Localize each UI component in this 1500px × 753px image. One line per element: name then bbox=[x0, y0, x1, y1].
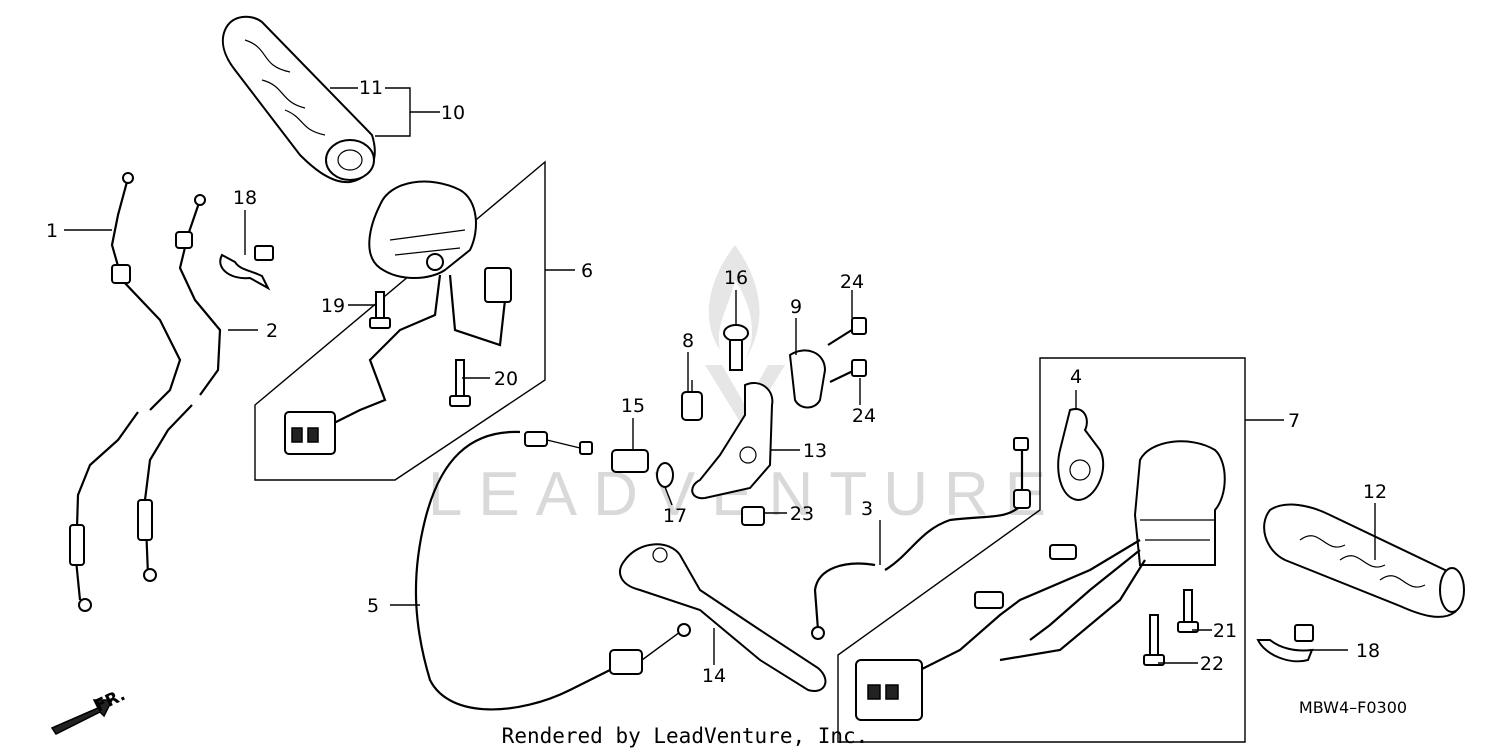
clutch-lever bbox=[619, 543, 827, 692]
choke-cable bbox=[811, 437, 1031, 640]
throttle-cable-1 bbox=[69, 172, 182, 612]
footer-credit: Rendered by LeadVenture, Inc. bbox=[502, 724, 869, 748]
callout-1: 1 bbox=[46, 220, 58, 242]
callout-3: 3 bbox=[861, 498, 873, 520]
callout-18-left: 18 bbox=[233, 187, 257, 209]
group-box-left bbox=[254, 160, 546, 481]
screw-21 bbox=[1177, 589, 1199, 633]
callout-21: 21 bbox=[1213, 620, 1237, 642]
right-grip bbox=[1263, 503, 1465, 618]
lever-holder bbox=[691, 382, 774, 500]
throttle-grip bbox=[221, 15, 376, 184]
front-arrow: FR. bbox=[50, 685, 129, 735]
nut bbox=[741, 506, 765, 526]
callout-11: 11 bbox=[359, 77, 383, 99]
callout-7: 7 bbox=[1288, 410, 1300, 432]
screw-19 bbox=[369, 291, 391, 329]
group-box-right bbox=[837, 357, 1246, 743]
callout-14: 14 bbox=[702, 665, 726, 687]
pivot-bolt bbox=[723, 324, 749, 371]
callout-16: 16 bbox=[724, 267, 748, 289]
callout-labels: 1 2 3 4 5 6 7 8 9 10 11 12 13 14 15 16 1… bbox=[46, 77, 1387, 687]
band-clamp-right bbox=[1256, 624, 1314, 663]
callout-22: 22 bbox=[1200, 653, 1224, 675]
callout-10: 10 bbox=[441, 102, 465, 124]
callout-17: 17 bbox=[663, 505, 687, 527]
callout-20: 20 bbox=[494, 368, 518, 390]
left-switch-housing bbox=[284, 180, 512, 455]
lever-clamp bbox=[788, 349, 827, 409]
callout-12: 12 bbox=[1363, 481, 1387, 503]
callout-9: 9 bbox=[790, 296, 802, 318]
right-switch-housing bbox=[855, 440, 1226, 721]
callout-8: 8 bbox=[682, 330, 694, 352]
leader-lines bbox=[64, 87, 1376, 665]
screw-22 bbox=[1143, 614, 1165, 666]
callout-4: 4 bbox=[1070, 366, 1082, 388]
band-clamp-left bbox=[219, 245, 274, 291]
throttle-cable-2 bbox=[137, 194, 222, 582]
callout-23: 23 bbox=[790, 503, 814, 525]
drawing-code: MBW4–F0300 bbox=[1299, 698, 1407, 717]
callout-19: 19 bbox=[321, 295, 345, 317]
callout-13: 13 bbox=[803, 440, 827, 462]
screw-20 bbox=[449, 359, 471, 407]
adjuster bbox=[611, 449, 649, 473]
callout-24-lower: 24 bbox=[852, 405, 876, 427]
choke-lever bbox=[1057, 408, 1105, 502]
adjuster-washer bbox=[656, 462, 674, 488]
callout-2: 2 bbox=[266, 320, 278, 342]
callout-15: 15 bbox=[621, 395, 645, 417]
clutch-cable bbox=[414, 430, 691, 711]
callout-18-right: 18 bbox=[1356, 640, 1380, 662]
callout-6: 6 bbox=[581, 260, 593, 282]
callout-24-upper: 24 bbox=[840, 271, 864, 293]
callout-5: 5 bbox=[367, 595, 379, 617]
clutch-switch bbox=[681, 380, 703, 421]
bolt-24-upper bbox=[827, 317, 867, 346]
bolt-24-lower bbox=[829, 359, 867, 383]
front-marker-label: FR. bbox=[92, 685, 129, 716]
